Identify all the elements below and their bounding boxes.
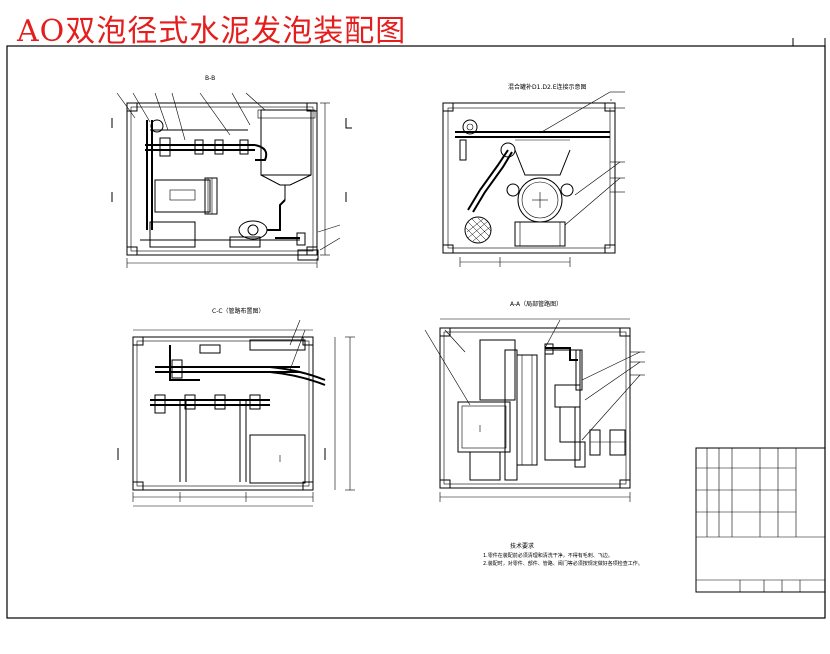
view-label-mixing-tank: 混合罐补D1.D2.E连接示意图 xyxy=(508,83,586,91)
view-label-b-b: B-B xyxy=(205,75,215,82)
view-b-b: B-B xyxy=(111,75,352,268)
technical-notes: 技术要求 1.零件在装配前必须清理和清洗干净，不得有毛刺、飞边。 2.装配时，对… xyxy=(483,542,643,567)
drawing-frame xyxy=(6,45,826,619)
notes-heading: 技术要求 xyxy=(510,542,534,550)
drawing-title: AO双泡径式水泥发泡装配图 xyxy=(17,14,407,49)
notes-line-1: 1.零件在装配前必须清理和清洗干净，不得有毛刺、飞边。 xyxy=(483,552,613,559)
view-mixing-tank: 混合罐补D1.D2.E连接示意图 xyxy=(442,83,625,267)
view-c-c: C-C（管路布置图） xyxy=(117,307,355,507)
title-block xyxy=(695,447,826,593)
view-label-a-a: A-A（局部管路图） xyxy=(510,300,562,308)
view-a-a: A-A（局部管路图） xyxy=(424,300,645,502)
notes-line-2: 2.装配时，对零件、部件、管路、阀门等必须按规定做好各项检查工作。 xyxy=(483,560,643,567)
view-label-c-c: C-C（管路布置图） xyxy=(212,307,265,315)
